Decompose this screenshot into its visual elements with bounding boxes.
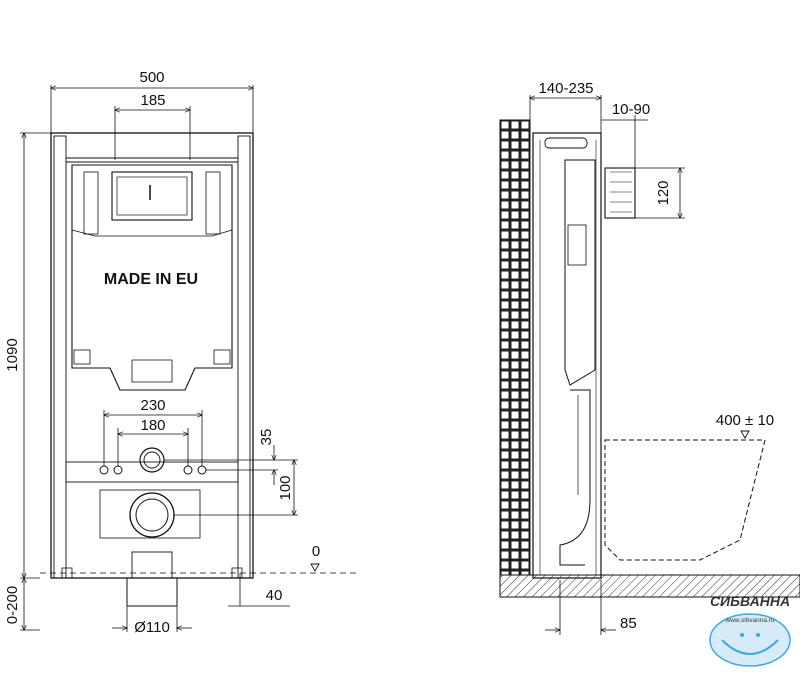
flush-plate-width-label: 185 (140, 92, 165, 109)
dimension-drain-diameter: Ø110 (112, 606, 192, 636)
dimension-flush-plate-width: 185 (115, 92, 190, 160)
dimension-plate-height: 120 (635, 168, 685, 218)
installation-frame: MADE IN EU (50, 132, 254, 607)
cistern (71, 164, 233, 391)
dimension-height: 1090 (4, 133, 51, 578)
height-label: 1090 (4, 338, 21, 371)
dimension-foot-height: 40 (228, 573, 290, 607)
embossed-text: MADE IN EU (104, 271, 198, 288)
plate-projection-label: 10-90 (612, 101, 650, 118)
inlet-offset-label: 35 (258, 429, 275, 446)
bolt-spacing-inner-label: 180 (140, 417, 165, 434)
drain-bend (559, 389, 591, 566)
tiled-wall (499, 119, 531, 576)
frame-side (532, 132, 602, 579)
drain-diameter-label: Ø110 (134, 619, 170, 636)
dimension-inlet-offset: 35 (164, 429, 278, 485)
drain-pipe (126, 577, 178, 607)
floor-level-label: 0 (312, 543, 320, 560)
service-opening (111, 171, 193, 221)
dimension-bolt-spacing-outer: 230 (104, 397, 202, 466)
width-label: 500 (139, 69, 164, 86)
dimension-bowl-length: 400 ± 10 (716, 412, 774, 439)
plate-height-label: 120 (655, 180, 672, 205)
bolt (113, 465, 123, 475)
outlet-to-inlet-label: 100 (277, 475, 294, 500)
front-view: 500 185 1090 0-200 (4, 69, 360, 636)
frame-depth-label: 140-235 (538, 80, 593, 97)
adjustable-height-label: 0-200 (4, 586, 21, 624)
dimension-drain-offset: 85 (545, 580, 637, 635)
drain-offset-label: 85 (620, 615, 637, 632)
foot-height-label: 40 (266, 587, 283, 604)
brand-name: СИБВАННА (710, 593, 790, 609)
dimension-width: 500 (51, 69, 253, 133)
bolt (183, 465, 193, 475)
dimension-outlet-to-inlet: 100 (174, 460, 298, 515)
floor-level: 0 (40, 543, 360, 574)
drain-outlet (129, 492, 175, 538)
brand-url: www.sibvanna.ru (724, 617, 775, 624)
bowl-length-label: 400 ± 10 (716, 412, 774, 429)
dimension-bolt-spacing-inner: 180 (118, 417, 188, 466)
bolt-spacing-outer-label: 230 (140, 397, 165, 414)
flush-plate-side (604, 167, 636, 219)
bathtub-logo (709, 613, 791, 667)
side-view: 140-235 10-90 120 400 ± 10 85 (499, 80, 800, 635)
wall-hung-bowl (604, 439, 766, 561)
bolt (99, 465, 109, 475)
brand-watermark: СИБВАННА www.sibvanna.ru (709, 593, 791, 667)
dimension-adjustable-height: 0-200 (4, 578, 40, 630)
dimension-frame-depth: 140-235 (530, 80, 601, 133)
dimension-plate-projection: 10-90 (601, 101, 650, 168)
cistern-side (564, 159, 596, 386)
bolt (197, 465, 207, 475)
floor-slab (499, 574, 800, 598)
